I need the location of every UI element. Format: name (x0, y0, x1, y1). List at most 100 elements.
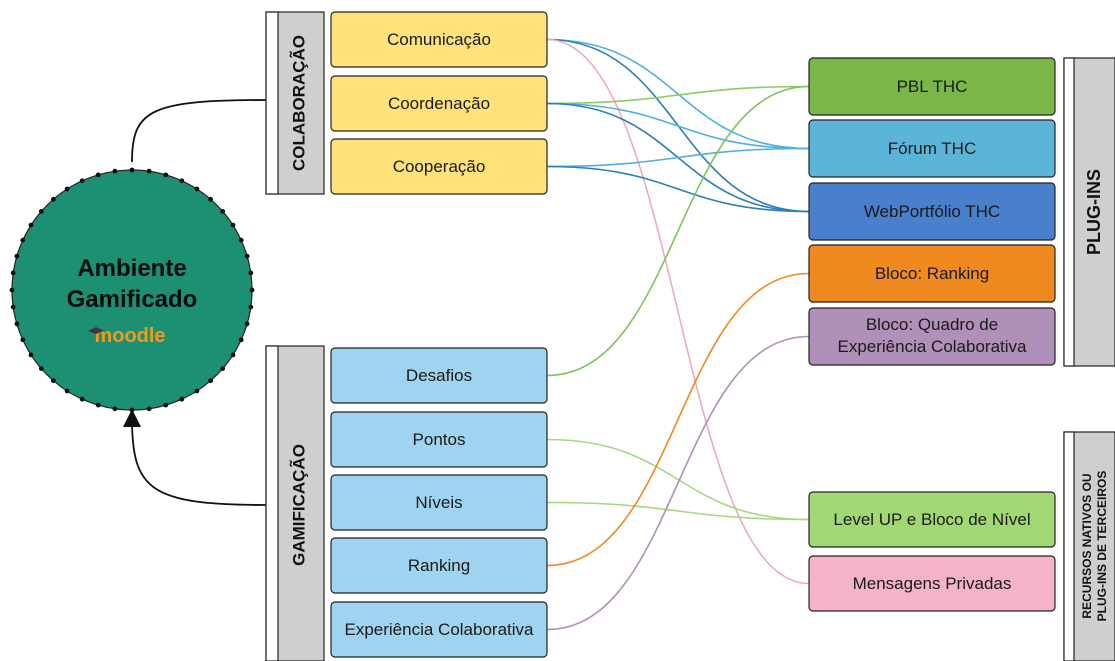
connection-cooperacao-to-webportfolio (546, 165, 810, 213)
box-label: Ranking (408, 556, 470, 575)
box-niveis[interactable]: Níveis (330, 474, 548, 531)
hub-dot (20, 237, 26, 243)
box-shape (808, 244, 1056, 303)
hub-dot (163, 172, 169, 178)
hub-dot (14, 321, 20, 327)
plugins-label-bar: PLUG-INS (1063, 57, 1115, 367)
box-label: Pontos (413, 430, 466, 449)
box-bloco-ranking[interactable]: Bloco: Ranking (808, 244, 1056, 303)
colaboracao-label: COLABORAÇÃO (288, 35, 308, 171)
hub-dot (112, 168, 118, 174)
box-shape (330, 75, 548, 132)
box-label: Experiência Colaborativa (345, 620, 535, 639)
hub-dot (179, 178, 185, 184)
hub-dot (20, 337, 26, 343)
hub-dot (95, 402, 101, 408)
box-shape (808, 119, 1056, 178)
gamificacao-label: GAMIFICAÇÃO (288, 444, 308, 566)
hub-dot (10, 270, 16, 276)
box-shape (330, 601, 548, 658)
box-label: WebPortfólio THC (864, 202, 1000, 221)
box-label-line1: Bloco: Quadro de (866, 315, 998, 334)
box-label: PBL THC (897, 77, 968, 96)
hub-dot (249, 287, 255, 293)
hub-dot (129, 167, 135, 173)
hub-dot (163, 402, 169, 408)
box-label: Cooperação (393, 157, 486, 176)
colaboracao-to-hub-connector (131, 99, 267, 163)
box-label: Bloco: Ranking (875, 264, 989, 283)
connection-ranking-to-bloco-ranking (546, 272, 810, 567)
box-experiencia[interactable]: Experiência Colaborativa (330, 601, 548, 658)
recursos-label-line2: PLUG-INS DE TERCEIROS (1095, 471, 1109, 622)
gamificacao-label-bar: GAMIFICAÇÃO (265, 345, 325, 661)
box-mensagens[interactable]: Mensagens Privadas (808, 555, 1056, 612)
box-label: Desafios (406, 366, 472, 385)
box-label-line2: Experiência Colaborativa (838, 337, 1028, 356)
hub-dot (64, 388, 70, 394)
connection-pontos-to-levelup (546, 438, 810, 521)
box-shape (330, 537, 548, 594)
hub-dot (129, 407, 135, 413)
hub-dot (208, 196, 214, 202)
box-shape (330, 411, 548, 468)
hub-dot (179, 396, 185, 402)
hub-dot (220, 209, 226, 214)
box-shape (808, 555, 1056, 612)
connection-coordenacao-to-forum (546, 102, 810, 150)
box-shape (330, 347, 548, 404)
hub-dot (38, 209, 44, 214)
hub-dot (10, 304, 16, 310)
box-cooperacao[interactable]: Cooperação (330, 138, 548, 195)
box-pontos[interactable]: Pontos (330, 411, 548, 468)
connection-cooperacao-to-forum (546, 147, 810, 168)
hub-dot (112, 406, 118, 412)
connection-comunicacao-to-forum (546, 38, 810, 150)
box-ranking[interactable]: Ranking (330, 537, 548, 594)
connection-lines (546, 38, 810, 631)
hub-dot (146, 168, 152, 174)
hub-dots (9, 167, 255, 413)
hub-connectors (123, 99, 267, 506)
node-boxes: ComunicaçãoCoordenaçãoCooperaçãoDesafios… (330, 11, 1056, 658)
hub-dot (14, 253, 20, 259)
box-shape (330, 11, 548, 68)
box-levelup[interactable]: Level UP e Bloco de Nível (808, 491, 1056, 548)
box-desafios[interactable]: Desafios (330, 347, 548, 404)
box-pbl[interactable]: PBL THC (808, 57, 1056, 116)
box-shape (808, 57, 1056, 116)
hub-dot (194, 186, 200, 192)
box-coordenacao[interactable]: Coordenação (330, 75, 548, 132)
hub-dot (28, 352, 34, 358)
recursos-label-bar: RECURSOS NATIVOS OU PLUG-INS DE TERCEIRO… (1063, 431, 1115, 661)
hub-dot (230, 352, 236, 358)
box-webportfolio[interactable]: WebPortfólio THC (808, 182, 1056, 241)
connection-niveis-to-levelup (546, 501, 810, 521)
colaboracao-label-bar: COLABORAÇÃO (265, 11, 325, 195)
hub-dot (64, 186, 70, 192)
box-comunicacao[interactable]: Comunicação (330, 11, 548, 68)
moodle-logo: moodle (94, 325, 165, 347)
hub-dot (95, 172, 101, 178)
recursos-label-line1: RECURSOS NATIVOS OU (1080, 473, 1094, 618)
hub-dot (9, 287, 15, 293)
hub-dot (244, 253, 250, 259)
hub-dot (230, 222, 236, 228)
hub-dot (238, 337, 244, 343)
box-shape (808, 491, 1056, 548)
hub-dot (38, 366, 44, 371)
hub-dot (79, 396, 85, 402)
moodle-cap-icon (88, 327, 104, 334)
hub-dot (28, 222, 34, 228)
box-shape (330, 138, 548, 195)
box-shape (808, 182, 1056, 241)
gamificacao-to-hub-connector (123, 409, 267, 506)
box-label: Níveis (415, 493, 462, 512)
box-label: Fórum THC (888, 139, 976, 158)
hub-node[interactable]: Ambiente Gamificado moodle (9, 167, 255, 413)
box-forum[interactable]: Fórum THC (808, 119, 1056, 178)
hub-dot (194, 388, 200, 394)
box-bloco-quadro[interactable]: Bloco: Quadro de Experiência Colaborativa (808, 307, 1056, 366)
hub-dot (146, 406, 152, 412)
